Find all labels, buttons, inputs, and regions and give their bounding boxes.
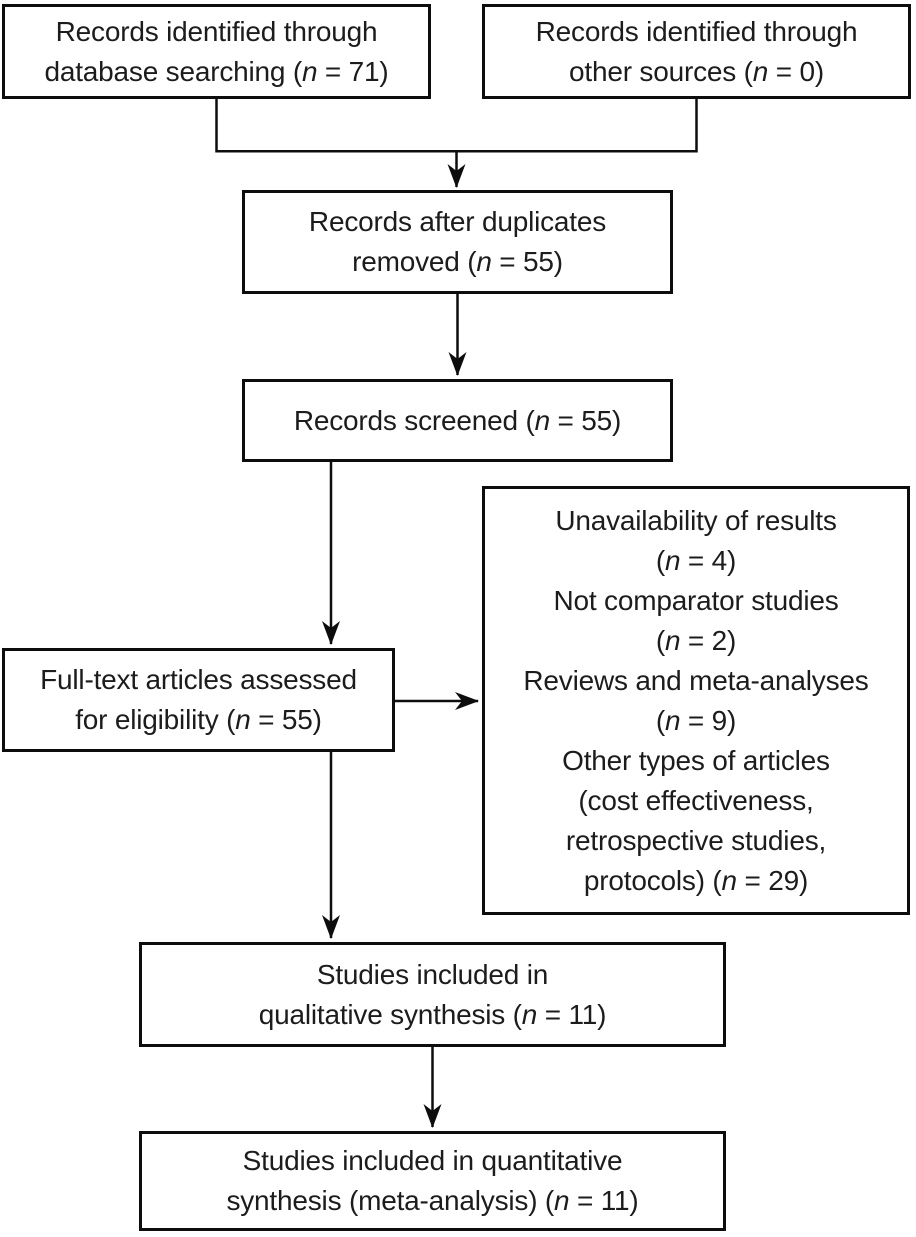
box-text-line: Other types of articles (562, 744, 830, 776)
box-text-line: Studies included in quantitative (242, 1145, 623, 1176)
box-text-line: Records after duplicates (308, 206, 607, 237)
box-text-line: retrospective studies, (565, 824, 827, 856)
box-text-line: removed (n = 55) (352, 246, 563, 277)
box-text-line: other sources (n = 0) (569, 55, 824, 87)
box-qualitative-synthesis-included: Studies included in qualitative synthesis… (139, 942, 726, 1047)
box-text-line: for eligibility (n = 55) (75, 704, 322, 735)
box-text-line: Studies included in (316, 958, 549, 990)
box-exclusion-reasons: Unavailability of results (n = 4) Not comp… (482, 486, 910, 915)
box-text-line: Not comparator studies (553, 584, 839, 616)
box-text-line: Reviews and meta-analyses (523, 664, 869, 696)
box-records-identified-other-sources: Records identified through other sources … (482, 4, 911, 99)
box-text-line: (n = 4) (655, 544, 737, 576)
box-text-line: Records identified through (55, 15, 378, 47)
box-text-line: synthesis (meta-analysis) (n = 11) (226, 1185, 639, 1216)
box-text-line: Full-text articles assessed (40, 664, 357, 695)
box-records-after-duplicates-removed: Records after duplicates removed (n = 55) (242, 190, 673, 294)
box-text-line: (cost effectiveness, (578, 784, 814, 816)
box-text-line: Unavailability of results (555, 504, 837, 536)
box-text-line: database searching (n = 71) (44, 55, 389, 87)
box-fulltext-articles-assessed: Full-text articles assessed for eligibili… (2, 648, 395, 752)
box-quantitative-synthesis-included: Studies included in quantitative synthesi… (139, 1131, 726, 1231)
box-text-line: protocols) (n = 29) (583, 864, 809, 896)
box-text-line: Records identified through (535, 15, 858, 47)
box-text-line: (n = 2) (655, 624, 737, 656)
box-text-line: qualitative synthesis (n = 11) (258, 998, 607, 1030)
box-records-screened: Records screened (n = 55) (242, 379, 673, 462)
box-text-line: (n = 9) (655, 704, 737, 736)
merge-connector-line (215, 99, 698, 153)
box-records-identified-database: Records identified through database searc… (2, 4, 431, 99)
box-text-line: Records screened (n = 55) (293, 404, 622, 436)
